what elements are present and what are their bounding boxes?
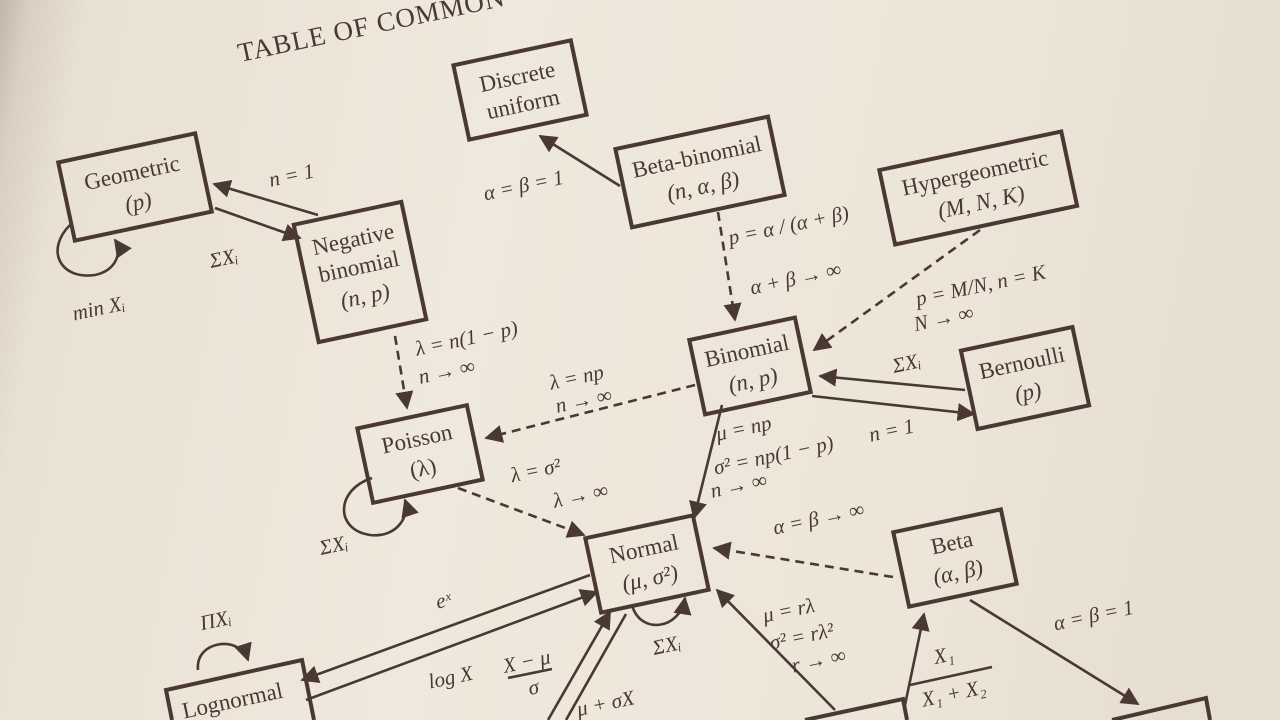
arrow-poisson-normal xyxy=(457,486,586,538)
node-binomial: Binomial (n, p) xyxy=(686,315,814,417)
svg-text:ΣXᵢ: ΣXᵢ xyxy=(206,243,240,273)
svg-text:α = β → ∞: α = β → ∞ xyxy=(771,497,867,540)
svg-text:(α, β): (α, β) xyxy=(931,555,985,590)
arrow-binomial-normal xyxy=(689,404,724,520)
svg-text:ΠXᵢ: ΠXᵢ xyxy=(197,605,234,635)
node-geometric: Geometric (p) xyxy=(55,130,215,244)
node-partial-bottom-right xyxy=(1111,695,1212,720)
arrow-hyper-binomial xyxy=(812,228,981,352)
svg-text:p = M/N, n = K: p = M/N, n = K xyxy=(911,259,1048,311)
svg-text:Beta: Beta xyxy=(929,526,975,559)
node-beta: Beta (α, β) xyxy=(890,507,1020,609)
svg-text:Poisson: Poisson xyxy=(379,419,455,458)
svg-text:(p): (p) xyxy=(1012,377,1043,407)
fraction-bar xyxy=(909,665,993,687)
svg-text:min Xᵢ: min Xᵢ xyxy=(70,291,127,325)
node-poisson: Poisson (λ) xyxy=(354,402,486,506)
svg-text:λ = σ²: λ = σ² xyxy=(507,453,563,487)
svg-text:μ = np: μ = np xyxy=(713,411,774,446)
node-bernoulli: Bernoulli (p) xyxy=(958,324,1092,432)
svg-text:log X: log X xyxy=(426,661,476,694)
arrow-lognormal-normal xyxy=(305,589,599,702)
node-negative-binomial: Negative binomial (n, p) xyxy=(291,199,429,345)
svg-text:(n, p): (n, p) xyxy=(338,279,392,314)
arrow-geometric-negbin xyxy=(214,206,302,242)
node-discrete-uniform: Discrete uniform xyxy=(451,37,589,143)
loop-lognormal xyxy=(196,641,252,671)
arrow-standard-normal xyxy=(546,610,612,720)
arrow-betabin-uniform xyxy=(538,134,621,188)
loop-geometric xyxy=(56,224,132,277)
svg-text:Geometric: Geometric xyxy=(82,150,182,195)
svg-text:Bernoulli: Bernoulli xyxy=(977,342,1067,385)
svg-text:α + β → ∞: α + β → ∞ xyxy=(748,257,844,300)
arrow-betabin-binomial xyxy=(716,211,742,322)
arrow-beta-uniform xyxy=(969,598,1140,706)
svg-text:(p): (p) xyxy=(123,187,154,217)
svg-text:ΣXᵢ: ΣXᵢ xyxy=(889,348,923,378)
arrow-bernoulli-binomial xyxy=(818,368,966,392)
arrows xyxy=(56,134,1140,720)
loop-normal xyxy=(630,596,692,627)
arrow-binomial-poisson xyxy=(484,383,696,443)
node-lognormal: Lognormal xyxy=(163,657,316,720)
node-normal: Normal (μ, σ²) xyxy=(582,513,712,615)
svg-text:α = β = 1: α = β = 1 xyxy=(481,165,566,205)
fraction-bar xyxy=(507,667,553,680)
svg-text:σ: σ xyxy=(526,674,543,700)
edge-labels: n = 1 ΣXᵢ min Xᵢ α = β = 1 p = α / (α + … xyxy=(70,159,1136,720)
svg-text:eˣ: eˣ xyxy=(434,587,455,614)
node-hypergeometric: Hypergeometric (M, N, K) xyxy=(876,129,1080,247)
svg-text:ΣXᵢ: ΣXᵢ xyxy=(649,630,683,660)
svg-text:ΣXᵢ: ΣXᵢ xyxy=(316,530,350,560)
arrow-negbin-poisson xyxy=(393,335,414,410)
arrow-gamma-normal xyxy=(715,588,836,711)
arrow-gamma-beta xyxy=(903,612,930,706)
svg-text:(λ): (λ) xyxy=(407,453,438,483)
arrow-binomial-bernoulli xyxy=(811,394,976,422)
svg-text:(μ, σ²): (μ, σ²) xyxy=(620,560,681,596)
loop-poisson xyxy=(342,476,419,537)
svg-text:p = α / (α + β): p = α / (α + β) xyxy=(724,201,851,250)
node-beta-binomial: Beta-binomial (n, α, β) xyxy=(613,114,787,230)
svg-text:α = β = 1: α = β = 1 xyxy=(1051,595,1136,635)
arrow-normal-standard xyxy=(564,613,628,720)
arrow-normal-lognormal xyxy=(300,573,591,683)
arrow-beta-normal xyxy=(712,541,894,579)
node-partial-bottom-center xyxy=(804,696,909,720)
svg-text:n = 1: n = 1 xyxy=(867,414,917,447)
svg-text:X₁: X₁ xyxy=(930,641,956,669)
svg-text:n = 1: n = 1 xyxy=(267,159,317,192)
svg-text:(n, p): (n, p) xyxy=(726,363,780,398)
page-heading: TABLE OF COMMON xyxy=(235,0,508,68)
arrow-negbin-geometric xyxy=(212,179,319,217)
svg-text:λ → ∞: λ → ∞ xyxy=(550,478,610,513)
